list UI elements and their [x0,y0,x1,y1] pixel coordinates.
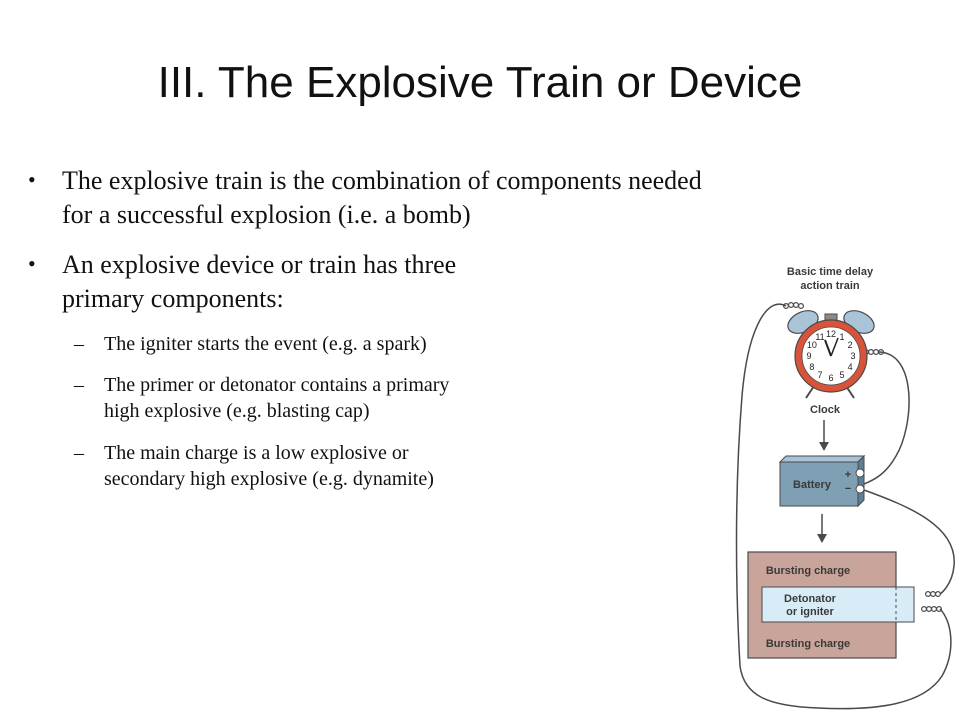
slide-title: III. The Explosive Train or Device [157,58,803,107]
bullet-line: for a successful explosion (i.e. a bomb) [62,200,471,229]
sub-bullet-item: – The igniter starts the event (e.g. a s… [74,331,427,357]
diagram-caption-line-1: Basic time delay [787,266,874,278]
detonator-box [761,586,915,623]
clock-numeral: 5 [839,370,844,380]
clock-numeral: 1 [839,332,844,342]
bullet-line: The explosive train is the combination o… [62,166,702,195]
bullet-dot-icon: • [28,251,36,276]
arrow-down-icon [817,514,827,543]
sub-bullet-line: The igniter starts the event (e.g. a spa… [104,333,427,355]
bullet-item: • An explosive device or train has three… [28,248,457,316]
sub-bullet-item: – The primer or detonator contains a pri… [74,372,450,424]
arrow-down-icon [819,420,829,451]
sub-bullet-line: The main charge is a low explosive or [104,442,409,464]
battery-detonator-wire [863,489,955,595]
clock-numeral: 12 [826,329,836,339]
clock-numeral: 9 [806,351,811,361]
battery-icon [778,454,866,508]
clock-numeral: 10 [807,340,817,350]
dash-icon: – [74,333,84,355]
clock-numeral: 3 [850,351,855,361]
outer-wire [735,303,952,710]
bullet-line: An explosive device or train has three [62,250,457,279]
dash-icon: – [74,374,84,396]
clock-numeral: 7 [817,370,822,380]
bursting-charge-bottom-label: Bursting charge [766,638,850,650]
bullet-line: primary components: [62,284,284,313]
sub-bullet-item: – The main charge is a low explosive or … [74,440,434,492]
sub-bullet-line: secondary high explosive (e.g. dynamite) [104,468,434,490]
bullet-item: • The explosive train is the combination… [28,164,702,232]
sub-bullet-line: The primer or detonator contains a prima… [104,374,450,396]
clock-battery-wire [863,351,910,485]
clock-numeral: 6 [828,373,833,383]
bullet-dot-icon: • [28,167,36,192]
battery-label: Battery [793,479,832,491]
clock-label: Clock [810,404,841,416]
clock-numeral: 4 [848,362,853,372]
dash-icon: – [74,442,84,464]
detonator-label-line-2: or igniter [786,606,834,618]
clock-numeral: 8 [809,362,814,372]
diagram-caption-line-2: action train [800,280,860,292]
clock-numeral: 2 [848,340,853,350]
clock-numeral: 11 [815,332,824,342]
battery-plus-label: + [845,469,851,481]
bursting-charge-top-label: Bursting charge [766,565,850,577]
detonator-label-line-1: Detonator [784,593,837,605]
battery-minus-label: − [845,483,851,495]
sub-bullet-line: high explosive (e.g. blasting cap) [104,400,370,422]
